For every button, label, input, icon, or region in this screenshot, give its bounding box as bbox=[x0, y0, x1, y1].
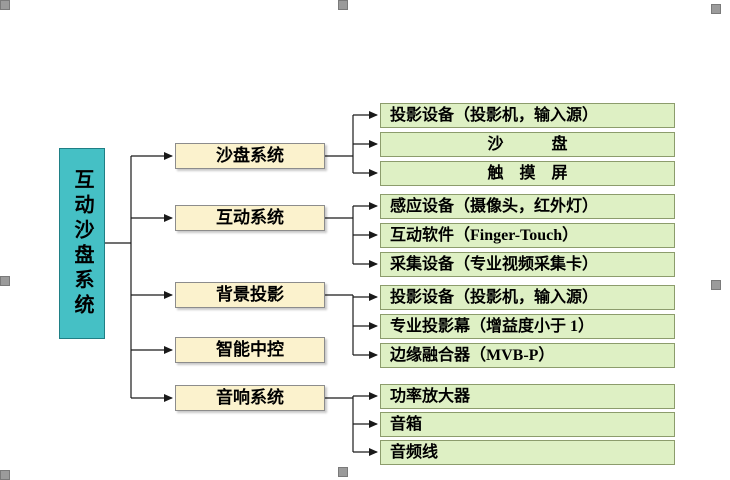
leaf-projection-screen: 专业投影幕（增益度小于 1） bbox=[380, 314, 675, 339]
leaf-touch-screen: 触 摸 屏 bbox=[380, 161, 675, 186]
branch-background-projection: 背景投影 bbox=[175, 282, 325, 308]
branch-interactive-system: 互动系统 bbox=[175, 205, 325, 231]
leaf-edge-blender: 边缘融合器（MVB-P） bbox=[380, 343, 675, 368]
leaf-audio-cable: 音频线 bbox=[380, 440, 675, 465]
leaf-projection-equipment-2: 投影设备（投影机，输入源） bbox=[380, 285, 675, 310]
selection-handle-top-left[interactable] bbox=[0, 0, 10, 10]
branch-audio-system: 音响系统 bbox=[175, 385, 325, 411]
selection-handle-left-middle[interactable] bbox=[0, 276, 10, 286]
selection-handle-bottom-center[interactable] bbox=[338, 467, 348, 477]
selection-handle-right-middle[interactable] bbox=[711, 280, 721, 290]
selection-handle-top-center[interactable] bbox=[338, 0, 348, 10]
selection-handle-bottom-left[interactable] bbox=[0, 470, 10, 480]
leaf-capture-equipment: 采集设备（专业视频采集卡） bbox=[380, 252, 675, 277]
root-node-interactive-sandtable-system: 互动沙盘系统 bbox=[59, 148, 105, 339]
leaf-interactive-software: 互动软件（Finger-Touch） bbox=[380, 223, 675, 248]
branch-smart-central-control: 智能中控 bbox=[175, 337, 325, 363]
leaf-power-amplifier: 功率放大器 bbox=[380, 384, 675, 409]
leaf-projection-equipment-1: 投影设备（投影机，输入源） bbox=[380, 103, 675, 128]
branch-sand-table-system: 沙盘系统 bbox=[175, 143, 325, 169]
leaf-sand-table: 沙 盘 bbox=[380, 132, 675, 157]
leaf-speaker: 音箱 bbox=[380, 412, 675, 437]
leaf-sensing-equipment: 感应设备（摄像头，红外灯） bbox=[380, 194, 675, 219]
root-node-label: 互动沙盘系统 bbox=[71, 168, 93, 319]
selection-handle-top-right[interactable] bbox=[711, 4, 721, 14]
